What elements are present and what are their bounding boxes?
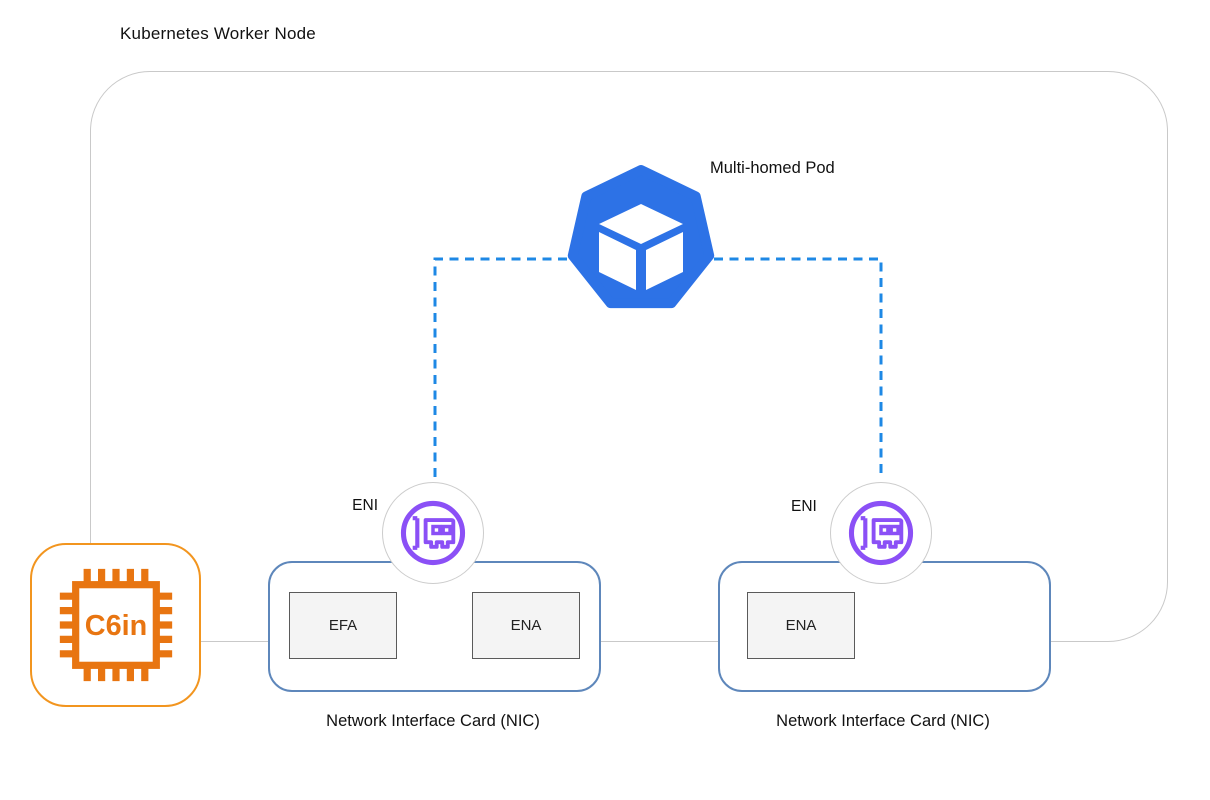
eni-label-left: ENI [352,497,378,514]
ena-adapter-right: ENA [747,592,855,659]
network-interface-icon [848,500,914,566]
eni-label-right: ENI [791,498,817,515]
kubernetes-pod-icon [567,165,715,309]
worker-node-boundary [90,71,1168,642]
nic-label-left: Network Interface Card (NIC) [326,712,540,730]
pod-label: Multi-homed Pod [710,159,835,177]
ena-adapter-left: ENA [472,592,580,659]
nic-label-right: Network Interface Card (NIC) [776,712,990,730]
network-interface-icon [400,500,466,566]
efa-adapter: EFA [289,592,397,659]
eni-right [830,482,932,584]
diagram-title: Kubernetes Worker Node [120,24,316,43]
ec2-instance-chip-icon: C6in [59,568,172,682]
eni-left [382,482,484,584]
instance-type-label: C6in [84,610,146,642]
c6in-instance: C6in [30,543,201,707]
